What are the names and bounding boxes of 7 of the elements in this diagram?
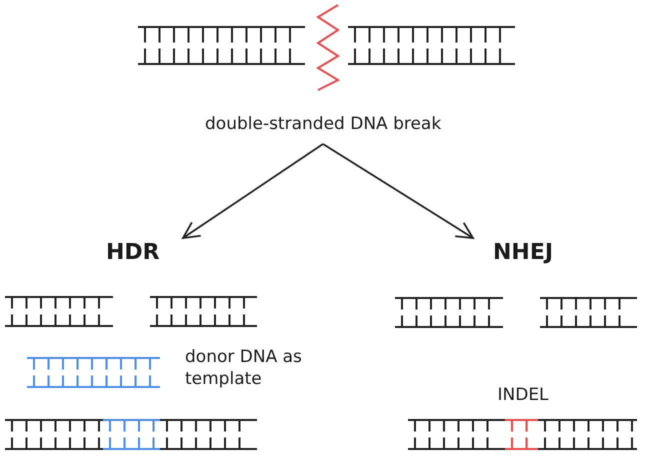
arrow [322, 143, 474, 239]
arrow [182, 143, 324, 239]
pathway-heading: NHEJ [493, 240, 554, 265]
annotation-label: INDEL [498, 385, 549, 405]
annotation-label: donor DNA as template [185, 346, 303, 390]
process-label: double-stranded DNA break [205, 114, 442, 134]
pathway-heading: HDR [106, 240, 160, 265]
